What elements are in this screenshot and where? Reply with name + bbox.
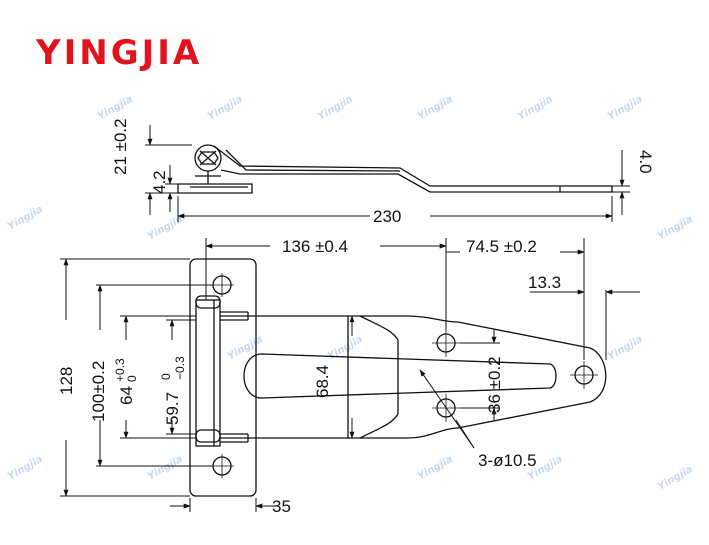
dim-leaf-width: 35 xyxy=(272,497,291,516)
dim-length: 230 xyxy=(373,207,401,226)
watermark: Yingjia xyxy=(606,94,645,123)
watermark: Yingjia xyxy=(606,334,645,363)
watermark: Yingjia xyxy=(656,214,695,243)
strap-slot xyxy=(243,353,557,399)
dim-597-nominal: 59.7 xyxy=(163,392,182,425)
plan-view xyxy=(189,258,607,497)
dim-597-upper: 0 xyxy=(159,373,173,380)
watermark: Yingjia xyxy=(516,94,555,123)
strap xyxy=(220,315,349,439)
dim-knuckle-597: 59.7 0 −0.3 xyxy=(159,356,187,425)
side-base-leaf xyxy=(177,183,253,194)
dim-base-thickness: 4.2 xyxy=(150,170,169,194)
dim-hole-spec: 3-ø10.5 xyxy=(478,451,537,470)
watermark: Yingjia xyxy=(6,454,45,483)
side-strap xyxy=(213,145,613,193)
dim-hole-span: 100±0.2 xyxy=(89,361,108,422)
dim-knuckle-64: 64 +0.3 0 xyxy=(113,358,139,405)
watermark: Yingjia xyxy=(146,214,185,243)
watermark: Yingjia xyxy=(6,204,45,233)
watermark: Yingjia xyxy=(226,334,265,363)
watermark: Yingjia xyxy=(416,94,455,123)
plan-dimensions xyxy=(60,238,640,512)
watermark: Yingjia xyxy=(326,334,365,363)
dim-64-upper: +0.3 xyxy=(113,358,127,382)
watermarks: Yingjia Yingjia Yingjia Yingjia Yingjia … xyxy=(6,94,695,493)
watermark: Yingjia xyxy=(656,464,695,493)
side-view xyxy=(177,144,613,194)
dim-tip-offset: 13.3 xyxy=(528,273,561,292)
dim-strap-width: 68.4 xyxy=(313,365,332,398)
dim-pin-to-hole: 136 ±0.4 xyxy=(282,237,348,256)
dim-plate-thickness: 4.0 xyxy=(636,150,655,174)
watermark: Yingjia xyxy=(206,94,245,123)
watermark: Yingjia xyxy=(416,454,455,483)
dim-64-lower: 0 xyxy=(125,375,139,382)
dim-64-nominal: 64 xyxy=(117,386,136,405)
dim-height-total: 21 ±0.2 xyxy=(111,118,130,175)
side-dimensions xyxy=(145,125,630,222)
dim-height-128: 128 xyxy=(57,367,76,395)
dim-hole-to-tip: 74.5 ±0.2 xyxy=(466,237,537,256)
watermark: Yingjia xyxy=(146,454,185,483)
dim-hole-pair: 36 ±0.2 xyxy=(485,356,504,413)
watermark: Yingjia xyxy=(96,94,135,123)
watermark: Yingjia xyxy=(316,94,355,123)
base-leaf xyxy=(189,258,257,497)
knuckle-barrel xyxy=(195,299,221,447)
dim-597-lower: −0.3 xyxy=(173,356,187,380)
brand-logo: YINGJIA xyxy=(35,33,202,73)
strap-tongue xyxy=(348,315,607,439)
